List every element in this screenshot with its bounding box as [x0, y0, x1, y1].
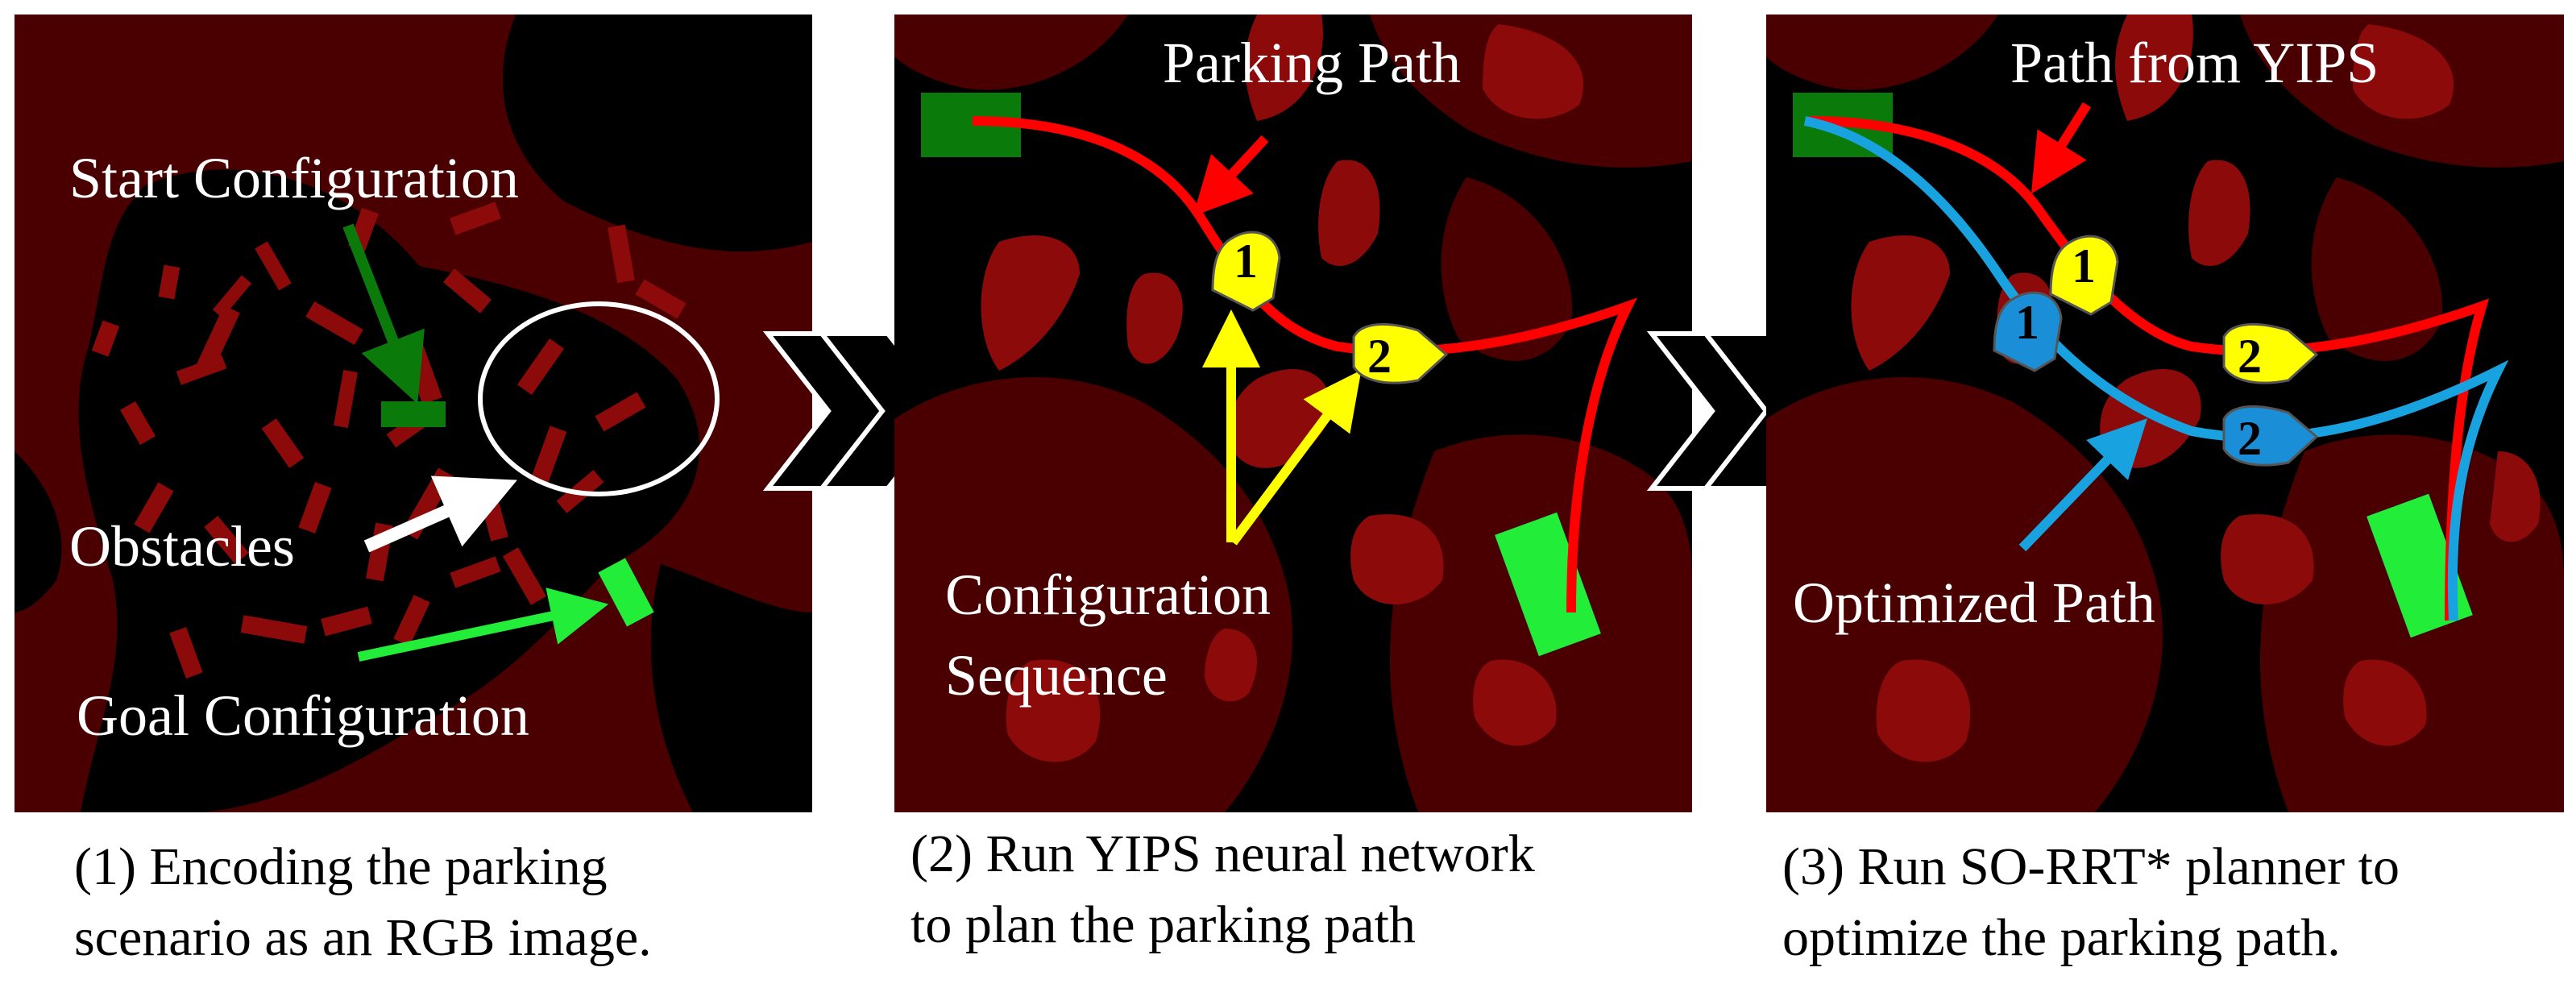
panel-3-caption: (3) Run SO-RRT* planner to optimize the …	[1782, 832, 2400, 974]
configuration-marker-2-number: 2	[1367, 330, 1392, 383]
optimized-marker-1: 1	[1993, 291, 2063, 372]
parking-path-label: Parking Path	[1163, 31, 1461, 95]
panel-2-caption-line2: to plan the parking path	[911, 895, 1416, 954]
start-configuration-label: Start Configuration	[69, 146, 519, 210]
start-configuration-marker	[381, 401, 446, 427]
goal-configuration-label: Goal Configuration	[77, 683, 529, 748]
yips-marker-1: 1	[2049, 235, 2119, 316]
free-space	[650, 564, 812, 812]
optimized-marker-2-number: 2	[2238, 412, 2262, 465]
free-space	[15, 451, 62, 612]
yips-path-label: Path from YIPS	[2010, 31, 2379, 95]
free-space	[78, 169, 700, 812]
panel-2-caption: (2) Run YIPS neural network to plan the …	[911, 819, 1535, 961]
optimized-marker-1-number: 1	[2015, 296, 2039, 349]
obstacles-arrow	[363, 475, 517, 553]
optimized-path-label: Optimized Path	[1793, 571, 2155, 635]
obstacles-label: Obstacles	[69, 514, 295, 579]
panel-2-caption-line1: (2) Run YIPS neural network	[911, 824, 1535, 883]
background-regions	[894, 15, 1692, 812]
panel-1-caption: (1) Encoding the parking scenario as an …	[74, 832, 652, 974]
configuration-sequence-label-line1: Configuration	[945, 563, 1271, 627]
parking-path-arrow	[1193, 135, 1269, 217]
sequence-arrow-2	[1229, 370, 1362, 546]
obstacles-highlight-circle	[478, 301, 720, 496]
panel-3-caption-line2: optimize the parking path.	[1782, 908, 2341, 967]
panel-1-caption-line2: scenario as an RGB image.	[74, 908, 652, 967]
optimized-path-arrow	[2018, 418, 2147, 552]
goal-arrow	[357, 587, 609, 662]
yips-marker-1-number: 1	[2072, 239, 2096, 293]
optimized-marker-2: 2	[2222, 405, 2319, 467]
yips-marker-2: 2	[2222, 322, 2319, 384]
start-arrow	[342, 223, 425, 405]
configuration-marker-1: 1	[1211, 230, 1281, 312]
yips-marker-2-number: 2	[2238, 330, 2262, 383]
free-space	[502, 15, 812, 251]
panel-3-caption-line1: (3) Run SO-RRT* planner to	[1782, 837, 2400, 896]
goal-configuration-marker	[1495, 512, 1601, 657]
yips-path	[1808, 116, 2490, 621]
configuration-sequence-label-line2: Sequence	[945, 643, 1168, 708]
optimized-path	[1803, 116, 2509, 621]
panel-2-yips: 1 2 Parking Path Configuration Sequence	[894, 15, 1692, 812]
panel-1-caption-line1: (1) Encoding the parking	[74, 837, 608, 896]
panel-3-so-rrt: 1 2 1 2 Path from YIPS Optimized Path	[1766, 15, 2564, 812]
goal-configuration-marker	[598, 558, 654, 627]
configuration-marker-2: 2	[1352, 322, 1449, 384]
yips-path-arrow	[2031, 102, 2092, 194]
panel-1-encoding: Start Configuration Obstacles Goal Confi…	[15, 15, 812, 812]
configuration-marker-1-number: 1	[1234, 235, 1258, 288]
